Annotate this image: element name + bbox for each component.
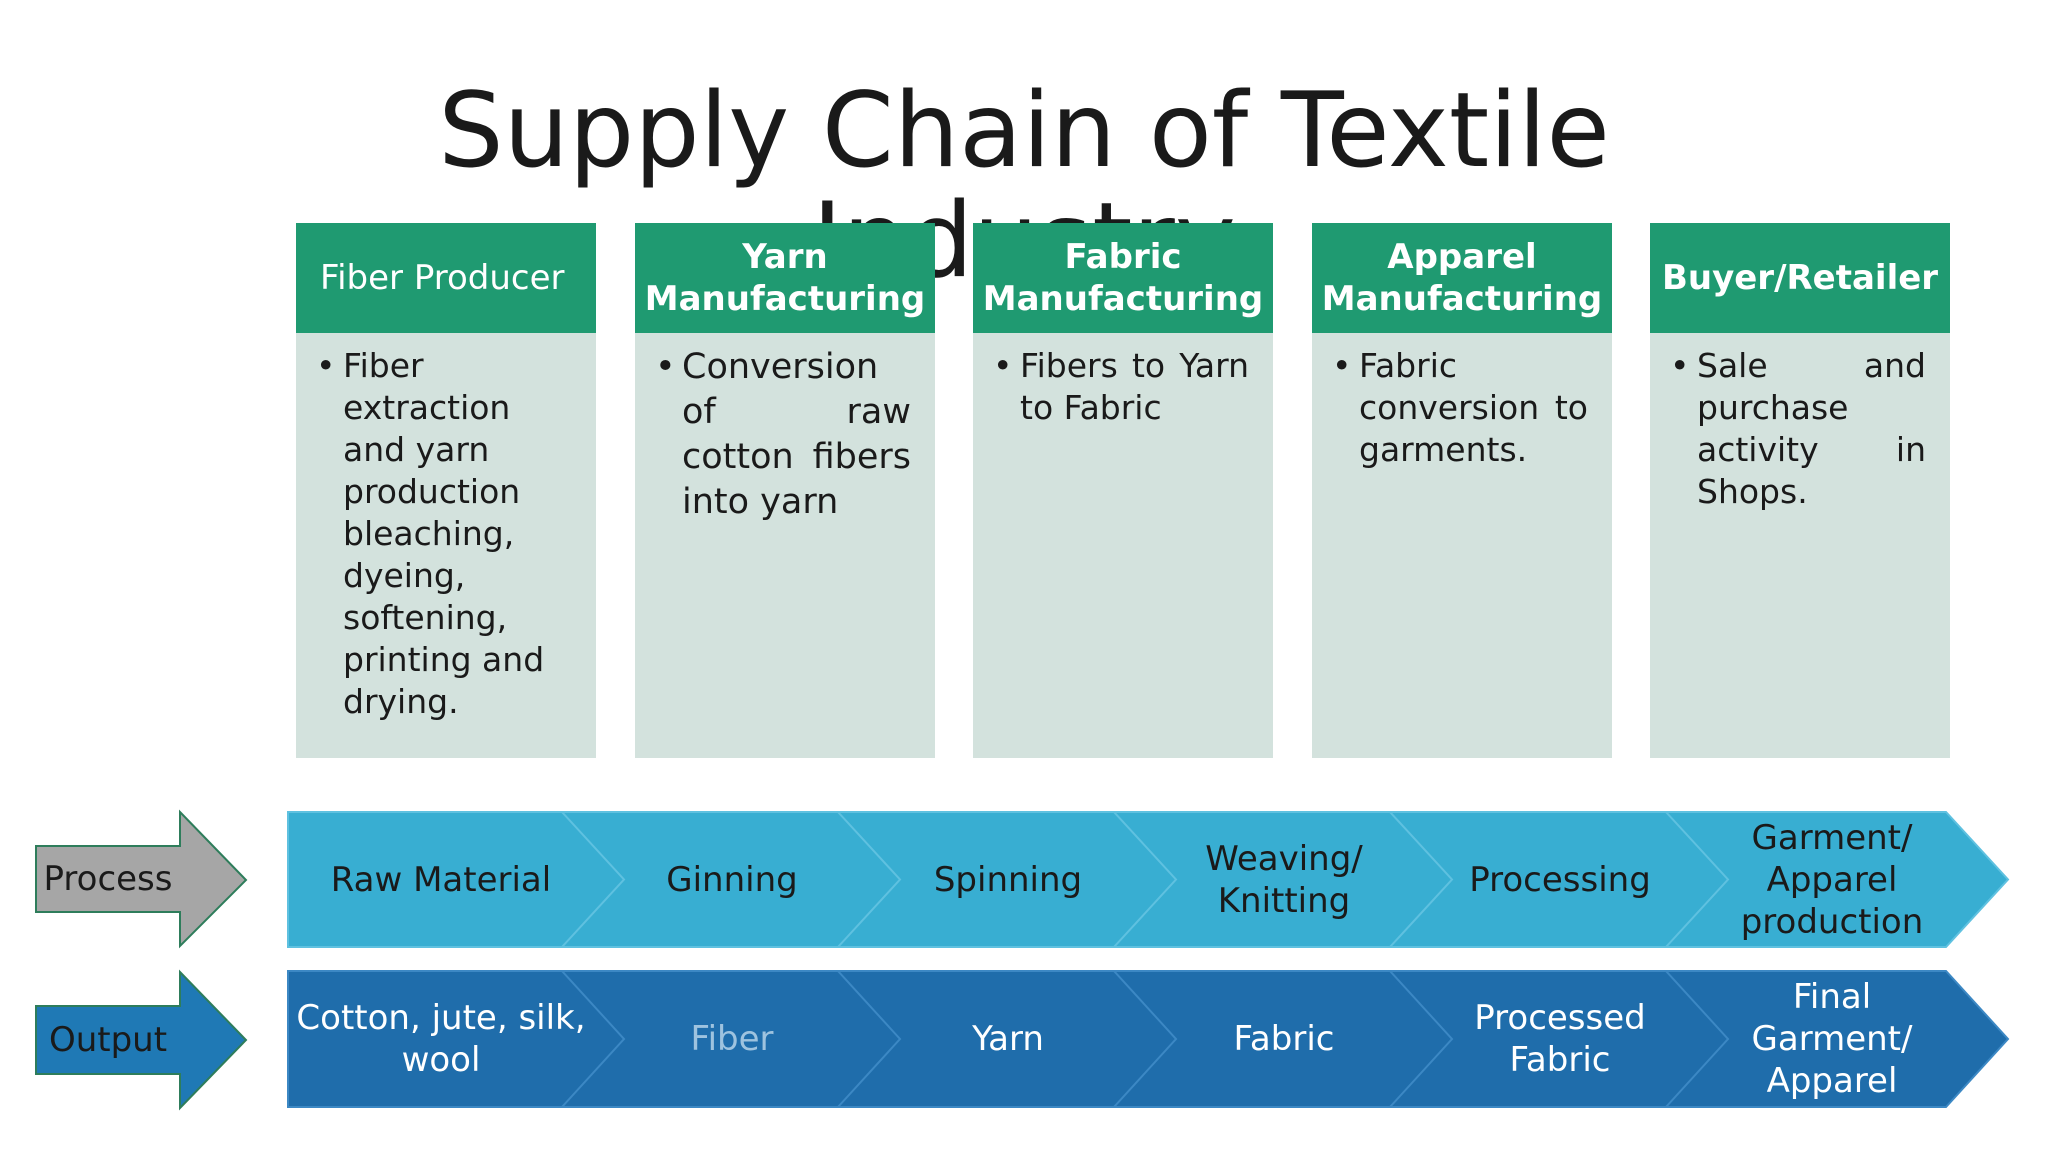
stage-header: Yarn Manufacturing (635, 223, 935, 333)
process-step-text: Ginning (666, 859, 798, 900)
stage-header-text: Fiber Producer (320, 258, 565, 298)
stage-card-fabric-manufacturing: Fabric Manufacturing • Fibers to Yarn to… (973, 223, 1273, 758)
stage-header-line: Apparel (1387, 237, 1537, 277)
stage-body: • Fabric conversion to garments. (1312, 345, 1612, 471)
output-step-text: Final (1792, 977, 1872, 1017)
stage-header: Buyer/Retailer (1650, 223, 1950, 333)
stage-header-line: Fabric (1064, 237, 1182, 277)
stage-header-line: Yarn (742, 237, 828, 277)
bullet-icon: • (1670, 346, 1690, 385)
process-step-text: Processing (1469, 859, 1651, 900)
output-step-text: Apparel (1766, 1061, 1898, 1101)
stage-description: Fiber extraction and yarn production ble… (343, 346, 545, 721)
process-step-label: Ginning (594, 812, 870, 947)
process-step-text: Garment/ (1751, 817, 1913, 858)
process-step-label: Processing (1422, 812, 1698, 947)
process-step-text: Weaving/ (1205, 838, 1363, 879)
bullet-icon: • (1332, 346, 1352, 385)
process-side-arrow (35, 809, 248, 949)
stage-card-fiber-producer: Fiber Producer • Fiber extraction and ya… (296, 223, 596, 758)
output-chevron-row (287, 970, 2010, 1108)
stage-card-apparel-manufacturing: Apparel Manufacturing • Fabric conversio… (1312, 223, 1612, 758)
stage-header-line: Manufacturing (644, 279, 926, 319)
output-step-text: Processed (1474, 998, 1646, 1038)
stage-description: Conversion of raw cotton fibers into yar… (682, 347, 911, 522)
process-step-label: Raw Material (288, 812, 594, 947)
output-step-label: Fabric (1146, 971, 1422, 1107)
stage-description: Sale and purchase activity in Shops. (1697, 346, 1926, 511)
process-step-label: Weaving/Knitting (1146, 812, 1422, 947)
bullet-icon: • (993, 346, 1013, 385)
title-line-1: Supply Chain of Textile (438, 71, 1610, 191)
bullet-icon: • (316, 346, 336, 385)
stage-card-yarn-manufacturing: Yarn Manufacturing • Conversion of raw c… (635, 223, 935, 758)
stage-description: Fabric conversion to garments. (1359, 346, 1588, 469)
stage-header: Fiber Producer (296, 223, 596, 333)
output-step-text: Fabric (1233, 1019, 1335, 1059)
process-step-text: Spinning (933, 859, 1083, 900)
output-step-label: Fiber (594, 971, 870, 1107)
output-step-text: wool (401, 1040, 481, 1080)
output-step-text: Cotton, jute, silk, (296, 998, 586, 1038)
process-step-label: Spinning (870, 812, 1146, 947)
stage-body: • Conversion of raw cotton fibers into y… (635, 345, 935, 525)
stage-header-text: Buyer/Retailer (1661, 258, 1939, 298)
process-row-label: Process (43, 859, 173, 899)
stage-body: • Fiber extraction and yarn production b… (296, 345, 596, 723)
output-step-text: Fiber (690, 1019, 774, 1059)
bullet-icon: • (655, 347, 676, 387)
stage-header-line: Manufacturing (982, 279, 1264, 319)
output-row-label: Output (48, 1020, 168, 1060)
output-step-label: Cotton, jute, silk,wool (288, 971, 594, 1107)
process-chevron-row (287, 811, 2010, 948)
stage-header: Apparel Manufacturing (1312, 223, 1612, 333)
output-step-text: Garment/ (1751, 1019, 1913, 1059)
output-step-label: Yarn (870, 971, 1146, 1107)
stage-card-buyer-retailer: Buyer/Retailer • Sale and purchase activ… (1650, 223, 1950, 758)
process-step-text: Knitting (1217, 880, 1351, 921)
process-step-text: production (1740, 901, 1924, 942)
stage-body: • Fibers to Yarn to Fabric (973, 345, 1273, 429)
stage-body: • Sale and purchase activity in Shops. (1650, 345, 1950, 513)
process-step-text: Apparel (1766, 859, 1898, 900)
output-side-arrow (35, 969, 248, 1111)
output-step-text: Fabric (1509, 1040, 1611, 1080)
stage-description: Fibers to Yarn to Fabric (1020, 346, 1249, 427)
stage-header-line: Manufacturing (1321, 279, 1603, 319)
process-step-text: Raw Material (330, 859, 552, 900)
stage-header: Fabric Manufacturing (973, 223, 1273, 333)
process-chevron (1663, 811, 2010, 948)
output-chevron (1663, 970, 2010, 1108)
output-step-text: Yarn (972, 1019, 1044, 1059)
